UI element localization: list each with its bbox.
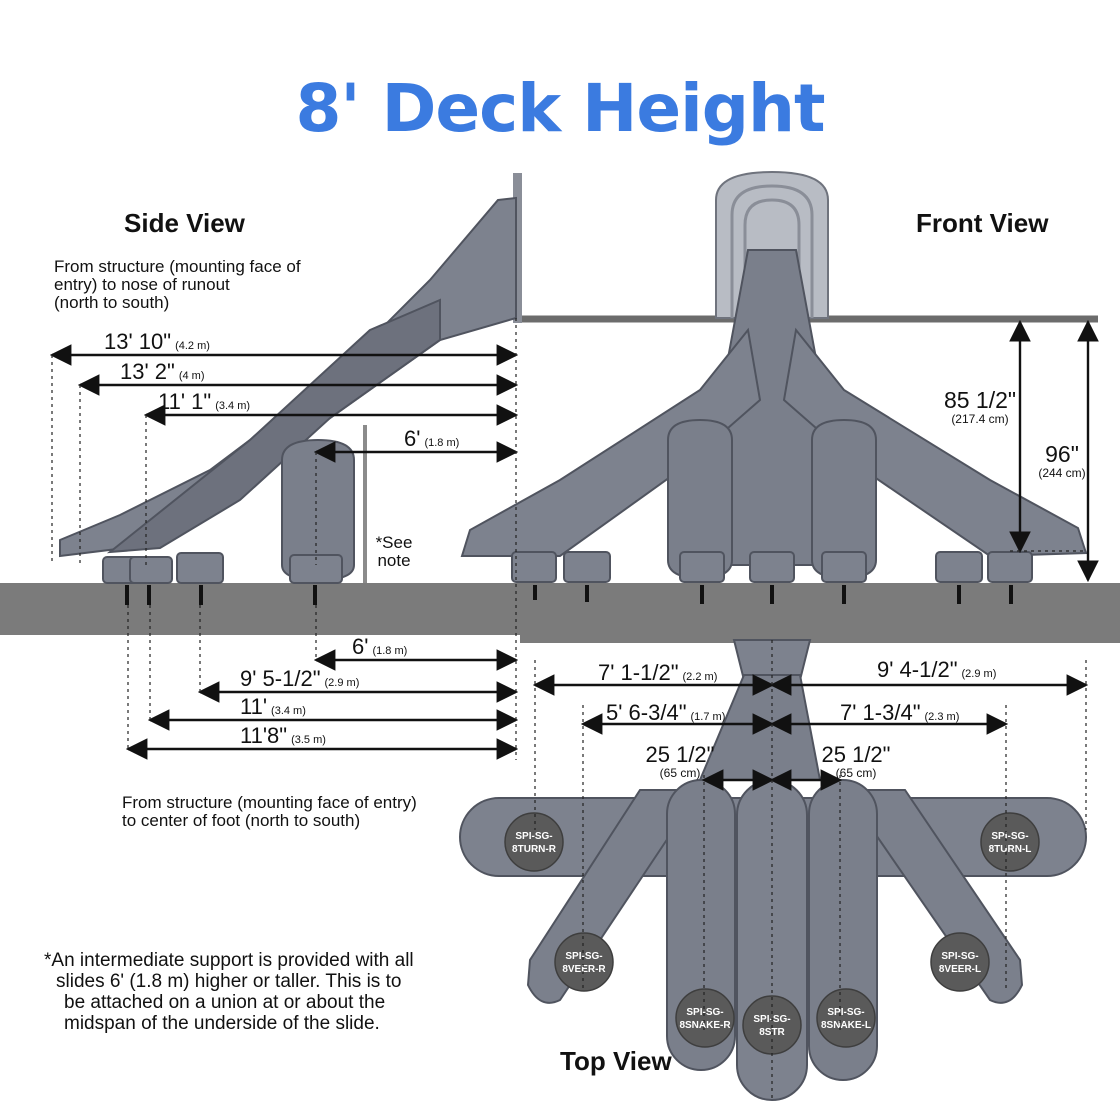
page-title: 8' Deck Height <box>295 70 825 147</box>
front-foot-2 <box>563 551 611 583</box>
svg-text:(65 cm): (65 cm) <box>836 766 877 780</box>
svg-text:SPI-SG-: SPI-SG- <box>686 1007 723 1018</box>
top-view-label: Top View <box>560 1046 672 1076</box>
top-snake-r-dimension-label: 25 1/2"(65 cm) <box>646 742 715 780</box>
front-view-label: Front View <box>916 208 1049 238</box>
side-top-note-line: (north to south) <box>54 293 170 312</box>
svg-text:8TURN-R: 8TURN-R <box>512 844 557 855</box>
top-hub <box>698 674 822 781</box>
side-bottom-note: From structure (mounting face of entry) … <box>122 794 417 830</box>
side-top-note-line: entry) to nose of runout <box>54 275 230 294</box>
footnote-asterisk: * <box>44 950 52 971</box>
svg-text:SPI-SG-: SPI-SG- <box>941 951 978 962</box>
top-turn-l-dimension-label: 9' 4-1/2"(2.9 m) <box>877 657 996 682</box>
model-badge: SPI-SG- 8VEER-R <box>554 932 614 992</box>
model-badge: SPI-SG- 8SNAKE-R <box>675 988 735 1048</box>
model-badge: SPI-SG- 8TURN-R <box>504 812 564 872</box>
top-veer-r-dimension-label: 5' 6-3/4"(1.7 m) <box>606 700 725 725</box>
front-bolts <box>533 585 1013 604</box>
svg-text:8TURN-L: 8TURN-L <box>989 844 1032 855</box>
support-note-line: *See <box>375 533 413 552</box>
svg-text:SPI-SG-: SPI-SG- <box>565 951 602 962</box>
front-entry-inner-arc-2 <box>743 198 801 318</box>
svg-text:85 1/2": 85 1/2" <box>944 387 1016 413</box>
side-bottom-dimension-label: 11'8"(3.5 m) <box>240 723 326 748</box>
svg-text:SPI-SG-: SPI-SG- <box>515 831 552 842</box>
front-left-chute <box>460 327 762 557</box>
side-foot-4 <box>289 554 343 584</box>
side-foot-2 <box>129 556 173 584</box>
front-foot-4 <box>749 551 795 583</box>
front-entry-inner-arc <box>730 184 814 318</box>
side-bottom-dimension-label: 6'(1.8 m) <box>352 634 407 659</box>
top-snake-l-dimension-label: 25 1/2"(65 cm) <box>822 742 891 780</box>
model-badge: SPI-SG- 8TURN-L <box>980 812 1040 872</box>
side-top-dimension-label: 6'(1.8 m) <box>404 426 459 451</box>
svg-text:8SNAKE-R: 8SNAKE-R <box>679 1020 731 1031</box>
footnote: *An intermediate support is provided wit… <box>44 950 414 1034</box>
support-note: *See note <box>372 534 416 570</box>
front-height-96-label: 96"(244 cm) <box>1038 441 1085 480</box>
svg-text:8SNAKE-L: 8SNAKE-L <box>821 1020 871 1031</box>
side-bottom-dimension-label: 9' 5-1/2"(2.9 m) <box>240 666 359 691</box>
side-top-note: From structure (mounting face of entry) … <box>54 258 301 312</box>
deck-band-side <box>0 583 520 635</box>
front-foot-7 <box>987 551 1033 583</box>
support-note-line: note <box>377 551 411 570</box>
front-foot-1 <box>511 551 557 583</box>
model-badge: SPI-SG- 8VEER-L <box>930 932 990 992</box>
top-veer-l-dimension-label: 7' 1-3/4"(2.3 m) <box>840 700 959 725</box>
svg-text:(65 cm): (65 cm) <box>660 766 701 780</box>
svg-text:SPI-SG-: SPI-SG- <box>827 1007 864 1018</box>
footnote-line: slides 6' (1.8 m) higher or taller. This… <box>56 971 402 992</box>
footnote-line: midspan of the underside of the slide. <box>64 1013 380 1034</box>
side-top-dimension-label: 13' 10"(4.2 m) <box>104 329 210 354</box>
deck-band-front <box>520 583 1120 643</box>
front-foot-6 <box>935 551 983 583</box>
front-foot-5 <box>821 551 867 583</box>
side-entry-wall <box>513 173 522 323</box>
footnote-line: An intermediate support is provided with… <box>51 950 414 971</box>
front-foot-3 <box>679 551 725 583</box>
svg-text:SPI-SG-: SPI-SG- <box>991 831 1028 842</box>
side-foot-3 <box>176 552 224 584</box>
model-badge: SPI-SG- 8SNAKE-L <box>816 988 876 1048</box>
side-top-dimension-label: 11' 1"(3.4 m) <box>158 389 250 414</box>
svg-text:25 1/2": 25 1/2" <box>822 742 891 767</box>
svg-text:(217.4 cm): (217.4 cm) <box>951 412 1008 426</box>
svg-text:96": 96" <box>1045 441 1079 467</box>
side-bottom-note-line: to center of foot (north to south) <box>122 811 361 830</box>
side-bottom-note-line: From structure (mounting face of entry) <box>122 793 417 812</box>
svg-text:8VEER-R: 8VEER-R <box>562 964 606 975</box>
side-view-label: Side View <box>124 208 245 238</box>
top-view-slides: SPI-SG- 8TURN-R SPI-SG- 8TURN-L SPI-SG- 8VEER… <box>459 639 1087 1101</box>
svg-text:25 1/2": 25 1/2" <box>646 742 715 767</box>
top-turn-r-dimension-label: 7' 1-1/2"(2.2 m) <box>598 660 717 685</box>
side-top-note-line: From structure (mounting face of <box>54 257 301 276</box>
footnote-line: be attached on a union at or about the <box>64 992 386 1013</box>
side-bottom-dimension-label: 11'(3.4 m) <box>240 694 306 719</box>
svg-text:8VEER-L: 8VEER-L <box>939 964 981 975</box>
side-top-dimension-label: 13' 2"(4 m) <box>120 359 205 384</box>
front-height-85-label: 85 1/2"(217.4 cm) <box>944 387 1016 426</box>
svg-text:(244 cm): (244 cm) <box>1038 466 1085 480</box>
